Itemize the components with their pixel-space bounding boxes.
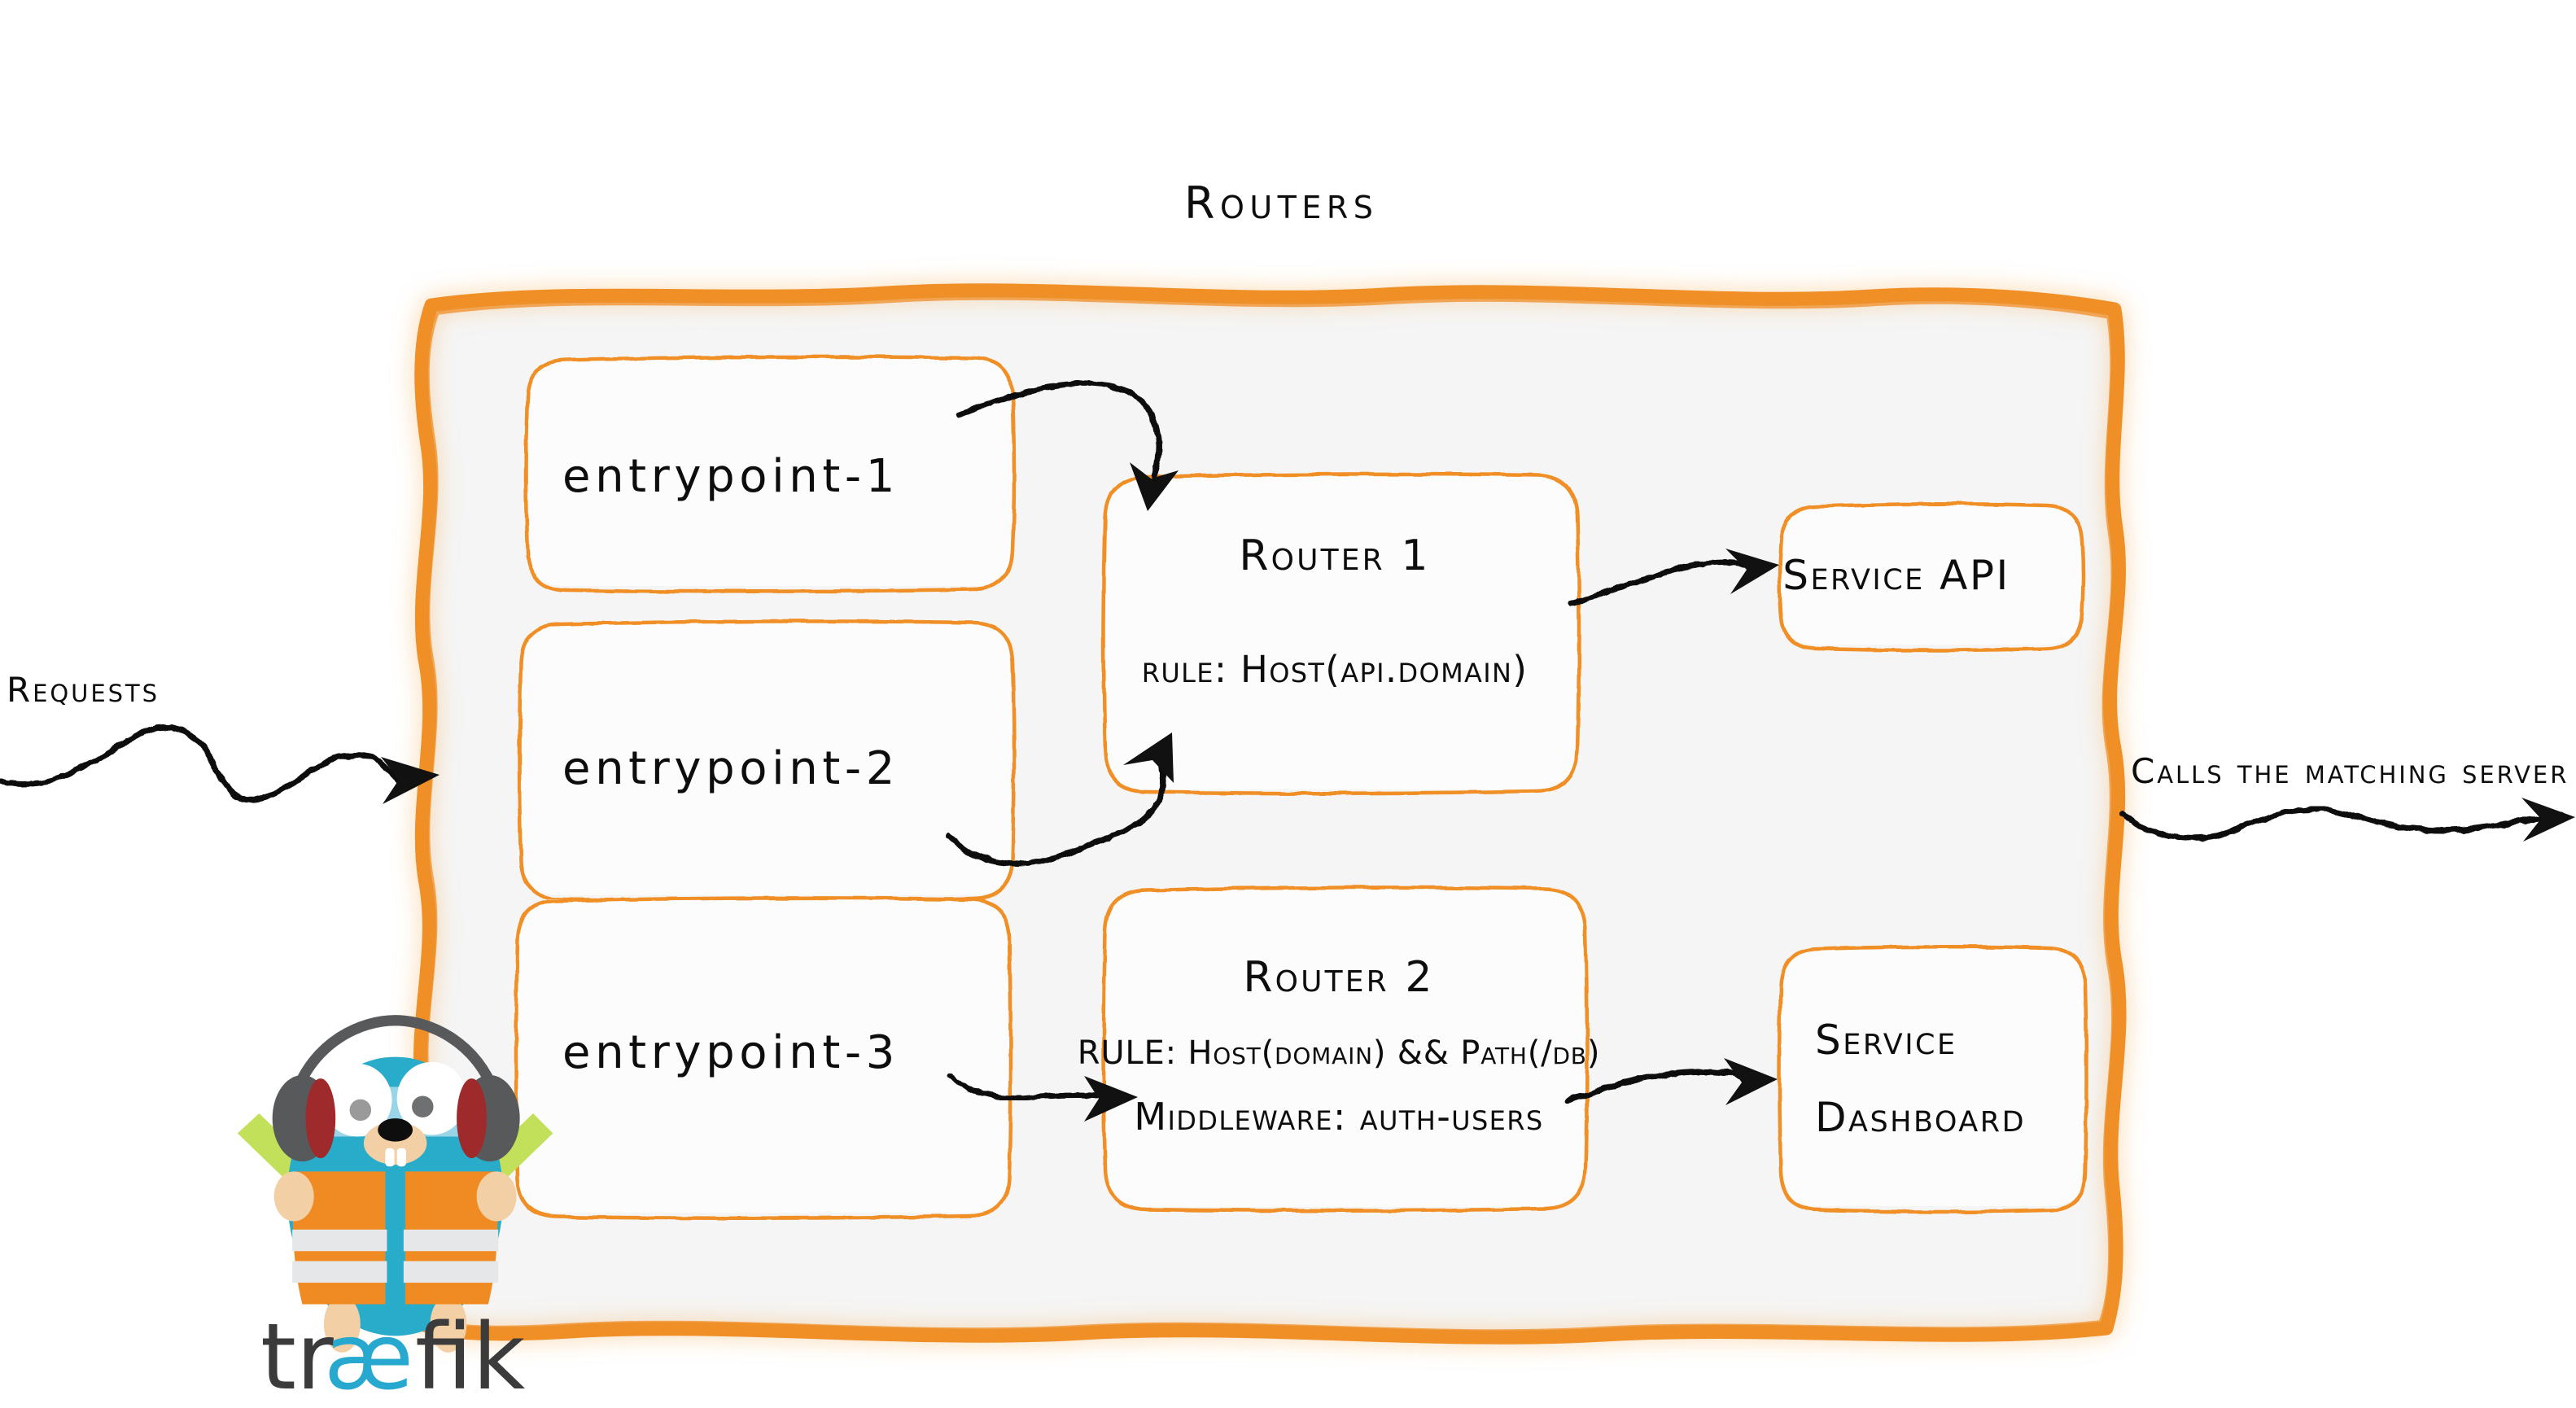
- traefik-logo: tr æ fik: [260, 1305, 526, 1408]
- router-2-middleware: Middleware: auth-users: [1134, 1095, 1543, 1139]
- entrypoint-1-box[interactable]: entrypoint-1: [523, 355, 1017, 594]
- entrypoint-3-label: entrypoint-3: [562, 1026, 899, 1079]
- earcup-right: [457, 1075, 520, 1162]
- arrow-ep1-to-router1: [956, 380, 1179, 511]
- requests-label: Requests: [7, 670, 160, 710]
- router-1-rule: rule: Host(api.domain): [1142, 648, 1529, 691]
- service-dashboard-box[interactable]: Service Dashboard: [1778, 944, 2088, 1214]
- arrow-router2-to-service-dashboard: [1564, 1058, 1778, 1105]
- router-2-box[interactable]: Router 2 RULE: Host(domain) && Path(/db)…: [1078, 885, 1600, 1213]
- router-1-box[interactable]: Router 1 rule: Host(api.domain): [1101, 472, 1581, 796]
- foot-left: [323, 1296, 361, 1353]
- calls-matching-server-label: Calls the matching server: [2131, 751, 2569, 791]
- pupil-left: [349, 1099, 372, 1122]
- arrow-ep2-to-router1: [945, 732, 1174, 867]
- traefik-logo-part1: tr: [260, 1305, 335, 1408]
- arrow-router1-to-service-api: [1568, 549, 1779, 607]
- headphone-band: [290, 1015, 501, 1100]
- tooth-right: [396, 1148, 406, 1167]
- router-2-title: Router 2: [1243, 953, 1434, 1002]
- service-dashboard-label-line1: Service: [1815, 1017, 1957, 1064]
- entrypoint-1-label: entrypoint-1: [562, 450, 899, 503]
- entrypoint-2-box[interactable]: entrypoint-2: [517, 619, 1017, 903]
- arrow-ep3-to-router2: [947, 1073, 1138, 1122]
- hand-left: [273, 1171, 314, 1222]
- requests-arrow: [0, 724, 440, 804]
- entrypoint-3-box[interactable]: entrypoint-3: [514, 896, 1013, 1221]
- service-api-label: Service API: [1782, 552, 2010, 599]
- entrypoint-2-label: entrypoint-2: [562, 742, 899, 795]
- hand-right: [476, 1171, 517, 1222]
- traefik-logo-part2: æ: [324, 1305, 413, 1408]
- service-api-box[interactable]: Service API: [1778, 501, 2085, 653]
- service-dashboard-label-line2: Dashboard: [1815, 1094, 2026, 1141]
- eye-right: [396, 1061, 467, 1135]
- router-2-rule: RULE: Host(domain) && Path(/db): [1078, 1034, 1600, 1072]
- foot-right: [430, 1296, 467, 1353]
- routers-panel-border: [413, 283, 2127, 1345]
- tooth-left: [385, 1148, 395, 1167]
- pupil-right: [412, 1095, 434, 1118]
- calls-matching-server-arrow: [2119, 798, 2575, 842]
- traefik-gopher-mascot: [237, 1015, 553, 1353]
- nose: [378, 1118, 413, 1142]
- page-title: Routers: [1184, 177, 1378, 229]
- traefik-logo-part3: fik: [415, 1305, 526, 1408]
- safety-vest: [292, 1171, 499, 1305]
- routers-panel-border-sketch: [422, 293, 2118, 1336]
- router-1-title: Router 1: [1239, 531, 1430, 580]
- earcup-left: [272, 1075, 336, 1162]
